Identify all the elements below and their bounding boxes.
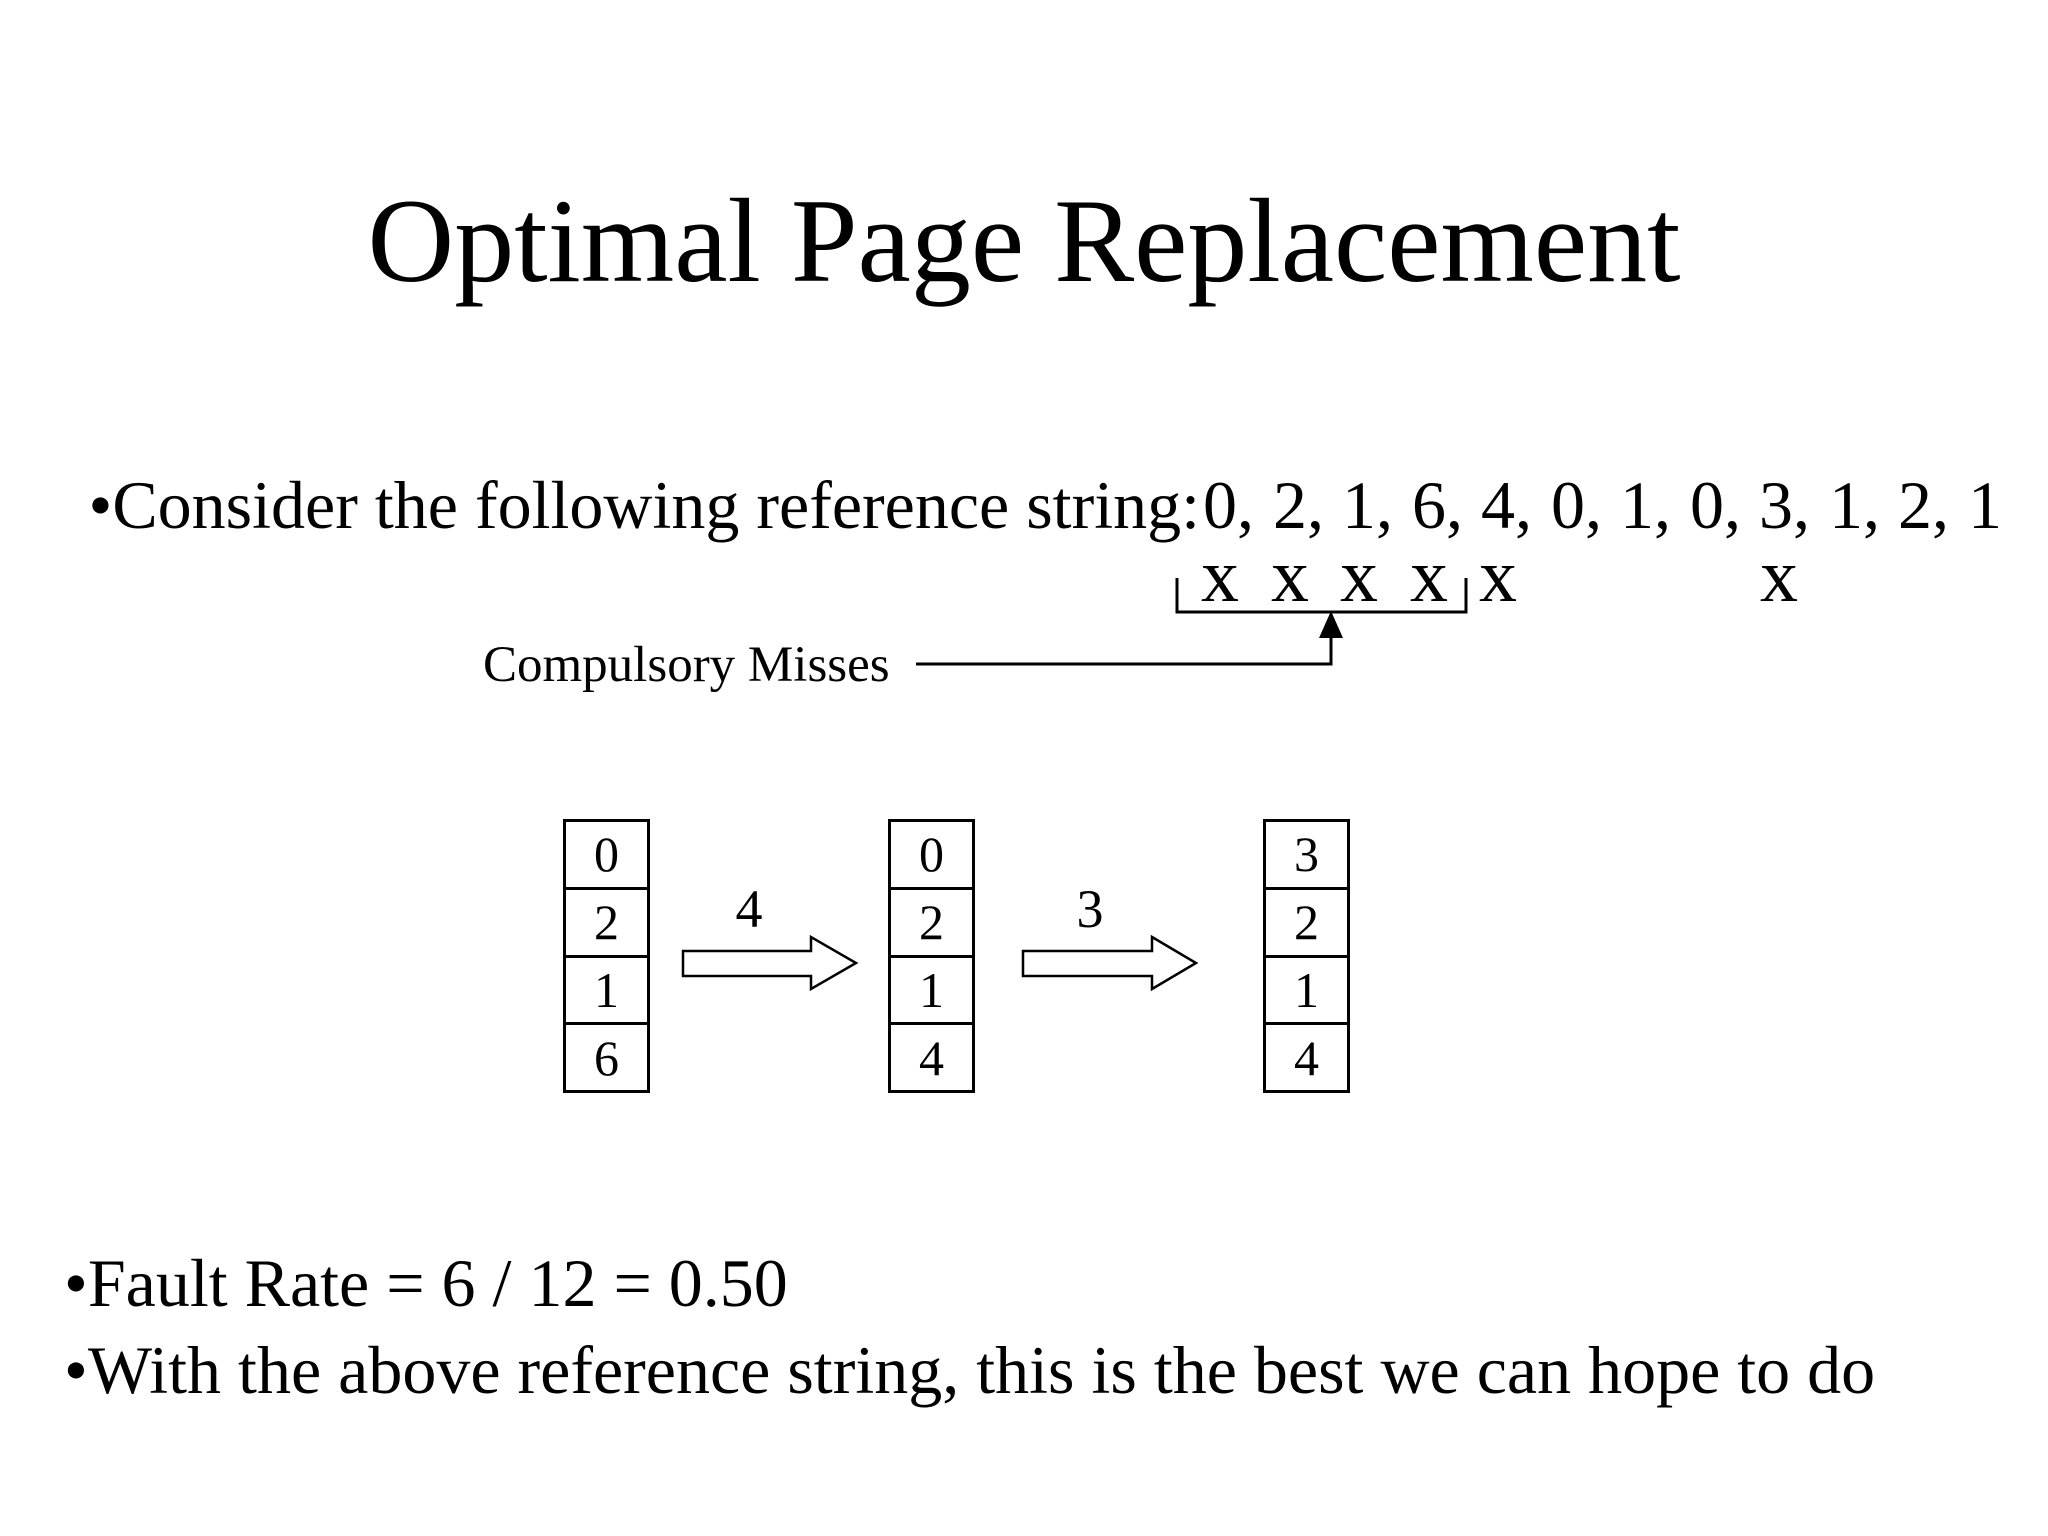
frame-cell: 0 [566,822,647,890]
compulsory-misses-label: Compulsory Misses [483,637,890,693]
frame-cell: 4 [919,1029,944,1086]
reference-number: 1 [1968,467,2002,543]
reference-number: 3, [1759,467,1810,543]
frame-table-2: 0 2 1 4 [888,819,975,1093]
reference-string-bullet: •Consider the following reference string… [89,471,1200,539]
frame-cell: 1 [566,958,647,1026]
miss-x-mark: x [1760,534,1798,618]
miss-x-mark: x [1271,534,1309,618]
reference-number: 0, [1551,467,1602,543]
reference-number: 4, [1481,467,1532,543]
miss-x-mark: x [1340,534,1378,618]
reference-number: 2, [1273,467,1324,543]
reference-number: 6, [1412,467,1463,543]
reference-string-intro: Consider the following reference string: [112,467,1200,543]
frame-cell: 2 [566,890,647,958]
reference-number: 1, [1620,467,1671,543]
transition-arrow-1 [681,934,859,992]
fault-rate-bullet: •Fault Rate = 6 / 12 = 0.50 [64,1249,788,1317]
frame-cell: 1 [1266,958,1347,1026]
frame-table-1: 0 2 1 6 [563,819,650,1093]
miss-x-mark: x [1479,534,1517,618]
reference-number: 0, [1690,467,1741,543]
reference-number: 1, [1342,467,1393,543]
slide-title: Optimal Page Replacement [367,174,1681,307]
reference-number: 2, [1898,467,1949,543]
transition-page-label-2: 3 [1076,879,1104,939]
frame-cell: 4 [1294,1029,1319,1086]
frame-cell: 2 [1266,890,1347,958]
fault-rate-text: Fault Rate = 6 / 12 = 0.50 [87,1245,788,1321]
compulsory-pointer-line [916,637,1333,666]
frame-cell: 3 [1266,822,1347,890]
miss-x-mark: x [1201,534,1239,618]
transition-arrow-2 [1021,934,1199,992]
frame-cell: 0 [891,822,972,890]
bullet-marker: • [64,1332,88,1408]
bullet-marker: • [64,1245,88,1321]
transition-page-label-1: 4 [735,879,763,939]
conclusion-text: With the above reference string, this is… [87,1332,1876,1408]
frame-cell: 1 [891,958,972,1026]
frame-cell: 6 [594,1029,619,1086]
frame-cell: 2 [891,890,972,958]
conclusion-bullet: •With the above reference string, this i… [64,1336,1875,1404]
frame-table-3: 3 2 1 4 [1263,819,1350,1093]
miss-x-mark: x [1410,534,1448,618]
reference-number: 0, [1203,467,1254,543]
reference-number: 1, [1829,467,1880,543]
bullet-marker: • [88,467,113,543]
